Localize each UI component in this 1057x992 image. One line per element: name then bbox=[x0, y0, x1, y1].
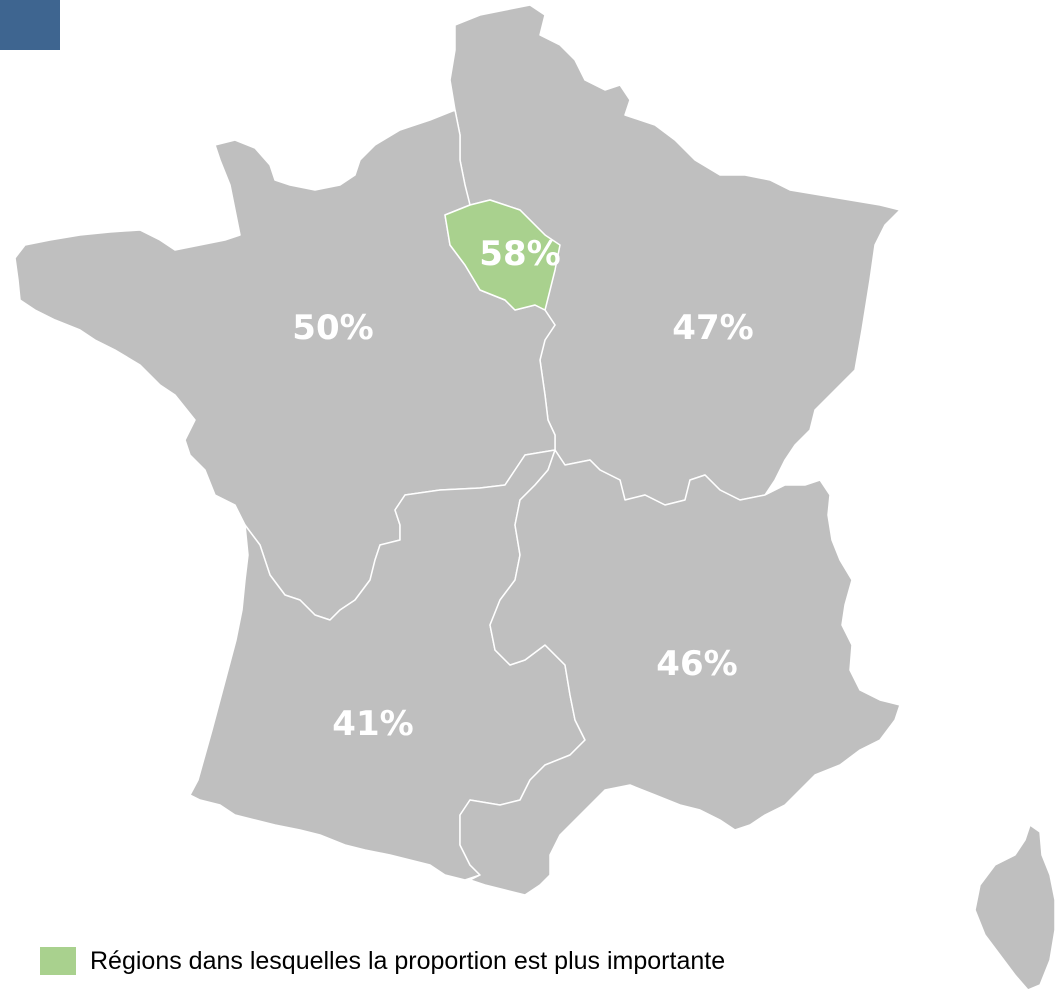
label-south-west: 41% bbox=[332, 704, 413, 744]
legend-swatch bbox=[40, 947, 76, 975]
label-ile-de-france: 58% bbox=[479, 234, 560, 274]
legend: Régions dans lesquelles la proportion es… bbox=[40, 944, 725, 978]
region-south-east[interactable] bbox=[459, 449, 901, 896]
label-south-east: 46% bbox=[656, 644, 737, 684]
corner-tab bbox=[0, 0, 60, 50]
label-north-east: 47% bbox=[672, 308, 753, 348]
region-ile-de-france[interactable] bbox=[444, 199, 561, 311]
legend-text: Régions dans lesquelles la proportion es… bbox=[90, 946, 726, 975]
label-west: 50% bbox=[292, 308, 373, 348]
region-corsica[interactable] bbox=[974, 824, 1056, 991]
